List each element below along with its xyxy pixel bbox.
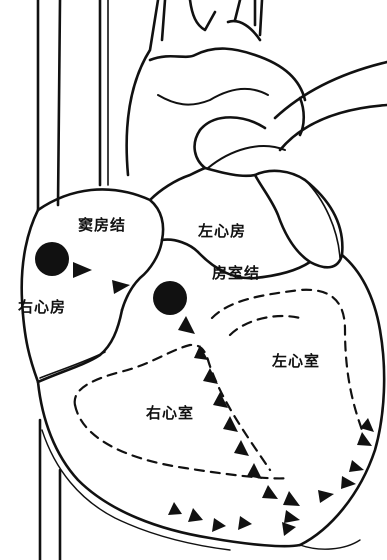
conduction-arrows bbox=[73, 262, 374, 536]
sa-node bbox=[35, 242, 69, 276]
left-ventricle-label: 左心室 bbox=[272, 350, 320, 371]
left-ventricle-inner-pathway bbox=[230, 316, 300, 335]
pulmonary-artery bbox=[195, 62, 387, 168]
av-node-label: 房室结 bbox=[212, 262, 260, 283]
sa-node-label: 窦房结 bbox=[78, 214, 126, 235]
left-atrium-label: 左心房 bbox=[198, 220, 246, 241]
av-node bbox=[153, 281, 187, 315]
left-atrium-wall bbox=[205, 168, 342, 267]
purkinje-pathways bbox=[75, 290, 362, 479]
right-atrium-label: 右心房 bbox=[18, 296, 66, 317]
right-ventricle-label: 右心室 bbox=[146, 402, 194, 423]
